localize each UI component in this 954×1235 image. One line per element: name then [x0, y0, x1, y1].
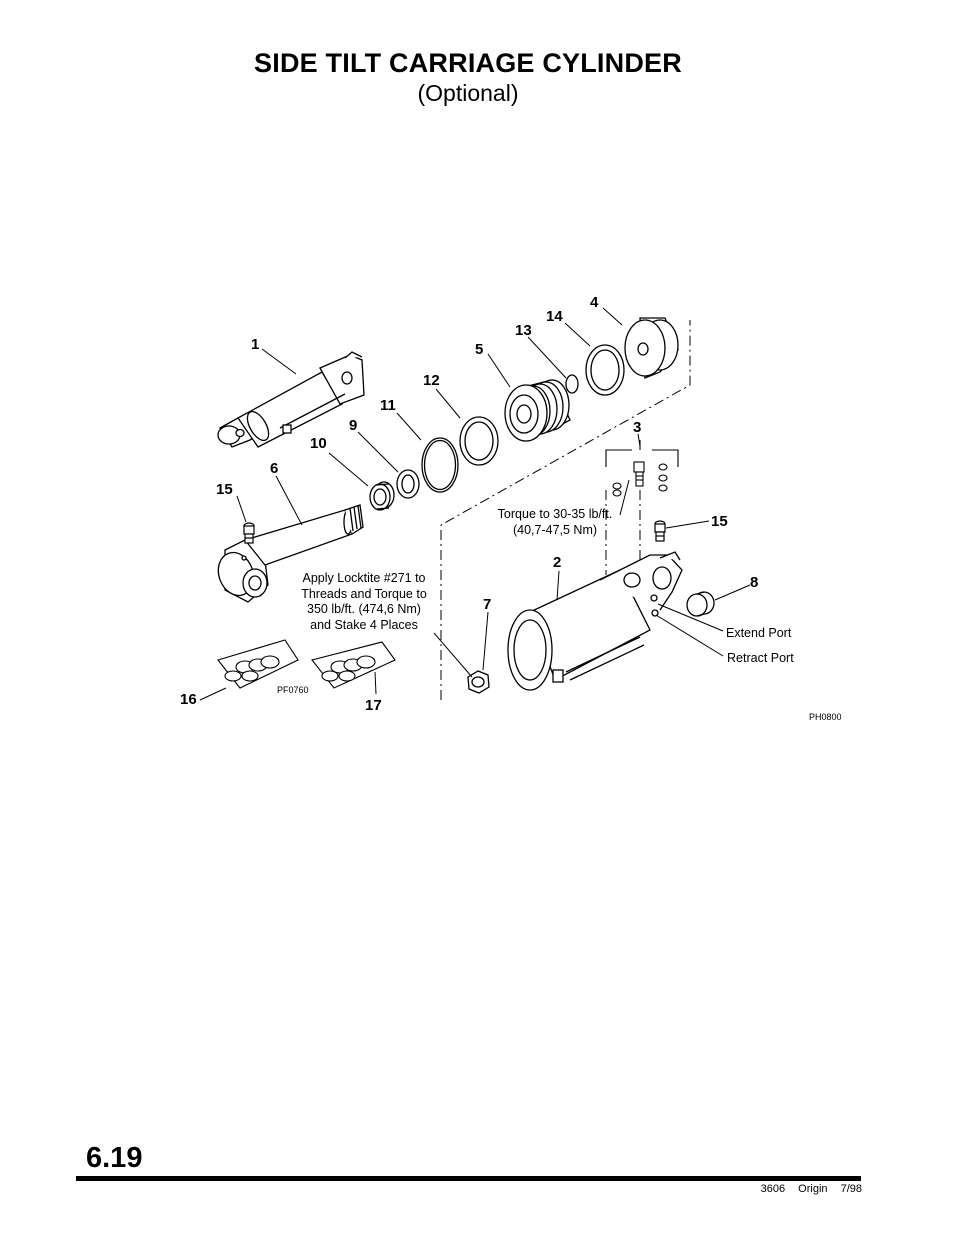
footer-rule: [76, 1176, 861, 1181]
part-6-piston-rod: [217, 504, 364, 603]
callout-11: 11: [380, 397, 396, 414]
doc-number: 3606: [760, 1183, 786, 1195]
part-1-cylinder-assembly: [217, 351, 365, 448]
footer-info: 3606 Origin 7/98: [751, 1183, 862, 1195]
locktite-note-line-4: and Stake 4 Places: [310, 618, 418, 632]
part-15-grease-fitting-right: [654, 520, 666, 542]
page-title: SIDE TILT CARRIAGE CYLINDER: [254, 48, 682, 78]
retract-port-label: Retract Port: [727, 651, 794, 665]
part-14-wear-ring: [585, 344, 625, 396]
callout-2: 2: [553, 554, 561, 571]
callout-numbers: 1 2 3 4 5 6 7 8 9 10 11 12 13 14 15 15 1…: [180, 294, 758, 714]
callout-4: 4: [590, 294, 599, 311]
part-9-backup-ring: [396, 469, 420, 499]
callout-13: 13: [515, 322, 532, 339]
part-2-cylinder-barrel: [507, 551, 683, 691]
callout-1: 1: [251, 336, 259, 353]
locktite-note-line-2: Threads and Torque to: [301, 587, 427, 601]
callout-6: 6: [270, 460, 278, 477]
assembly-notes: Torque to 30-35 lb/ft. (40,7-47,5 Nm) Ap…: [301, 507, 794, 665]
callout-12: 12: [423, 372, 440, 389]
torque-note-line-2: (40,7-47,5 Nm): [513, 523, 597, 537]
locktite-note-line-3: 350 lb/ft. (474,6 Nm): [307, 602, 421, 616]
torque-note-line-1: Torque to 30-35 lb/ft.: [498, 507, 613, 521]
extend-port-label: Extend Port: [726, 626, 792, 640]
part-11-o-ring: [421, 437, 459, 493]
part-5-piston: [504, 379, 571, 442]
part-10-rod-seal: [369, 481, 395, 511]
callout-16: 16: [180, 691, 197, 708]
callout-9: 9: [349, 417, 357, 434]
locktite-note-line-1: Apply Locktite #271 to: [303, 571, 426, 585]
callout-15-right: 15: [711, 513, 728, 530]
image-codes: PF0760 PH0800: [277, 685, 842, 722]
callout-14: 14: [546, 308, 563, 325]
callout-17: 17: [365, 697, 382, 714]
callout-8: 8: [750, 574, 758, 591]
page-number: 6.19: [86, 1142, 143, 1174]
part-8-bushing: [686, 591, 715, 617]
callout-7: 7: [483, 596, 491, 613]
leader-lines: [199, 307, 751, 701]
part-15-grease-fitting-left: [243, 522, 255, 544]
part-16-seal-kit: [217, 639, 299, 689]
assembly-guide-lines: [440, 320, 691, 700]
callout-15-left: 15: [216, 481, 233, 498]
kit-image-code: PF0760: [277, 685, 309, 695]
main-image-code: PH0800: [809, 712, 842, 722]
callout-3: 3: [633, 419, 641, 436]
page-subtitle: (Optional): [417, 80, 519, 106]
origin-label: Origin: [798, 1183, 828, 1195]
part-7-piston-nut: [467, 670, 490, 694]
part-4-gland: [624, 317, 679, 379]
callout-10: 10: [310, 435, 327, 452]
part-3-port-fitting-kit: [605, 440, 679, 497]
callout-5: 5: [475, 341, 483, 358]
revision-date: 7/98: [840, 1183, 862, 1195]
part-17-seal-kit: [311, 641, 396, 689]
part-13-o-ring: [565, 374, 579, 394]
part-12-backup-ring: [459, 416, 499, 466]
